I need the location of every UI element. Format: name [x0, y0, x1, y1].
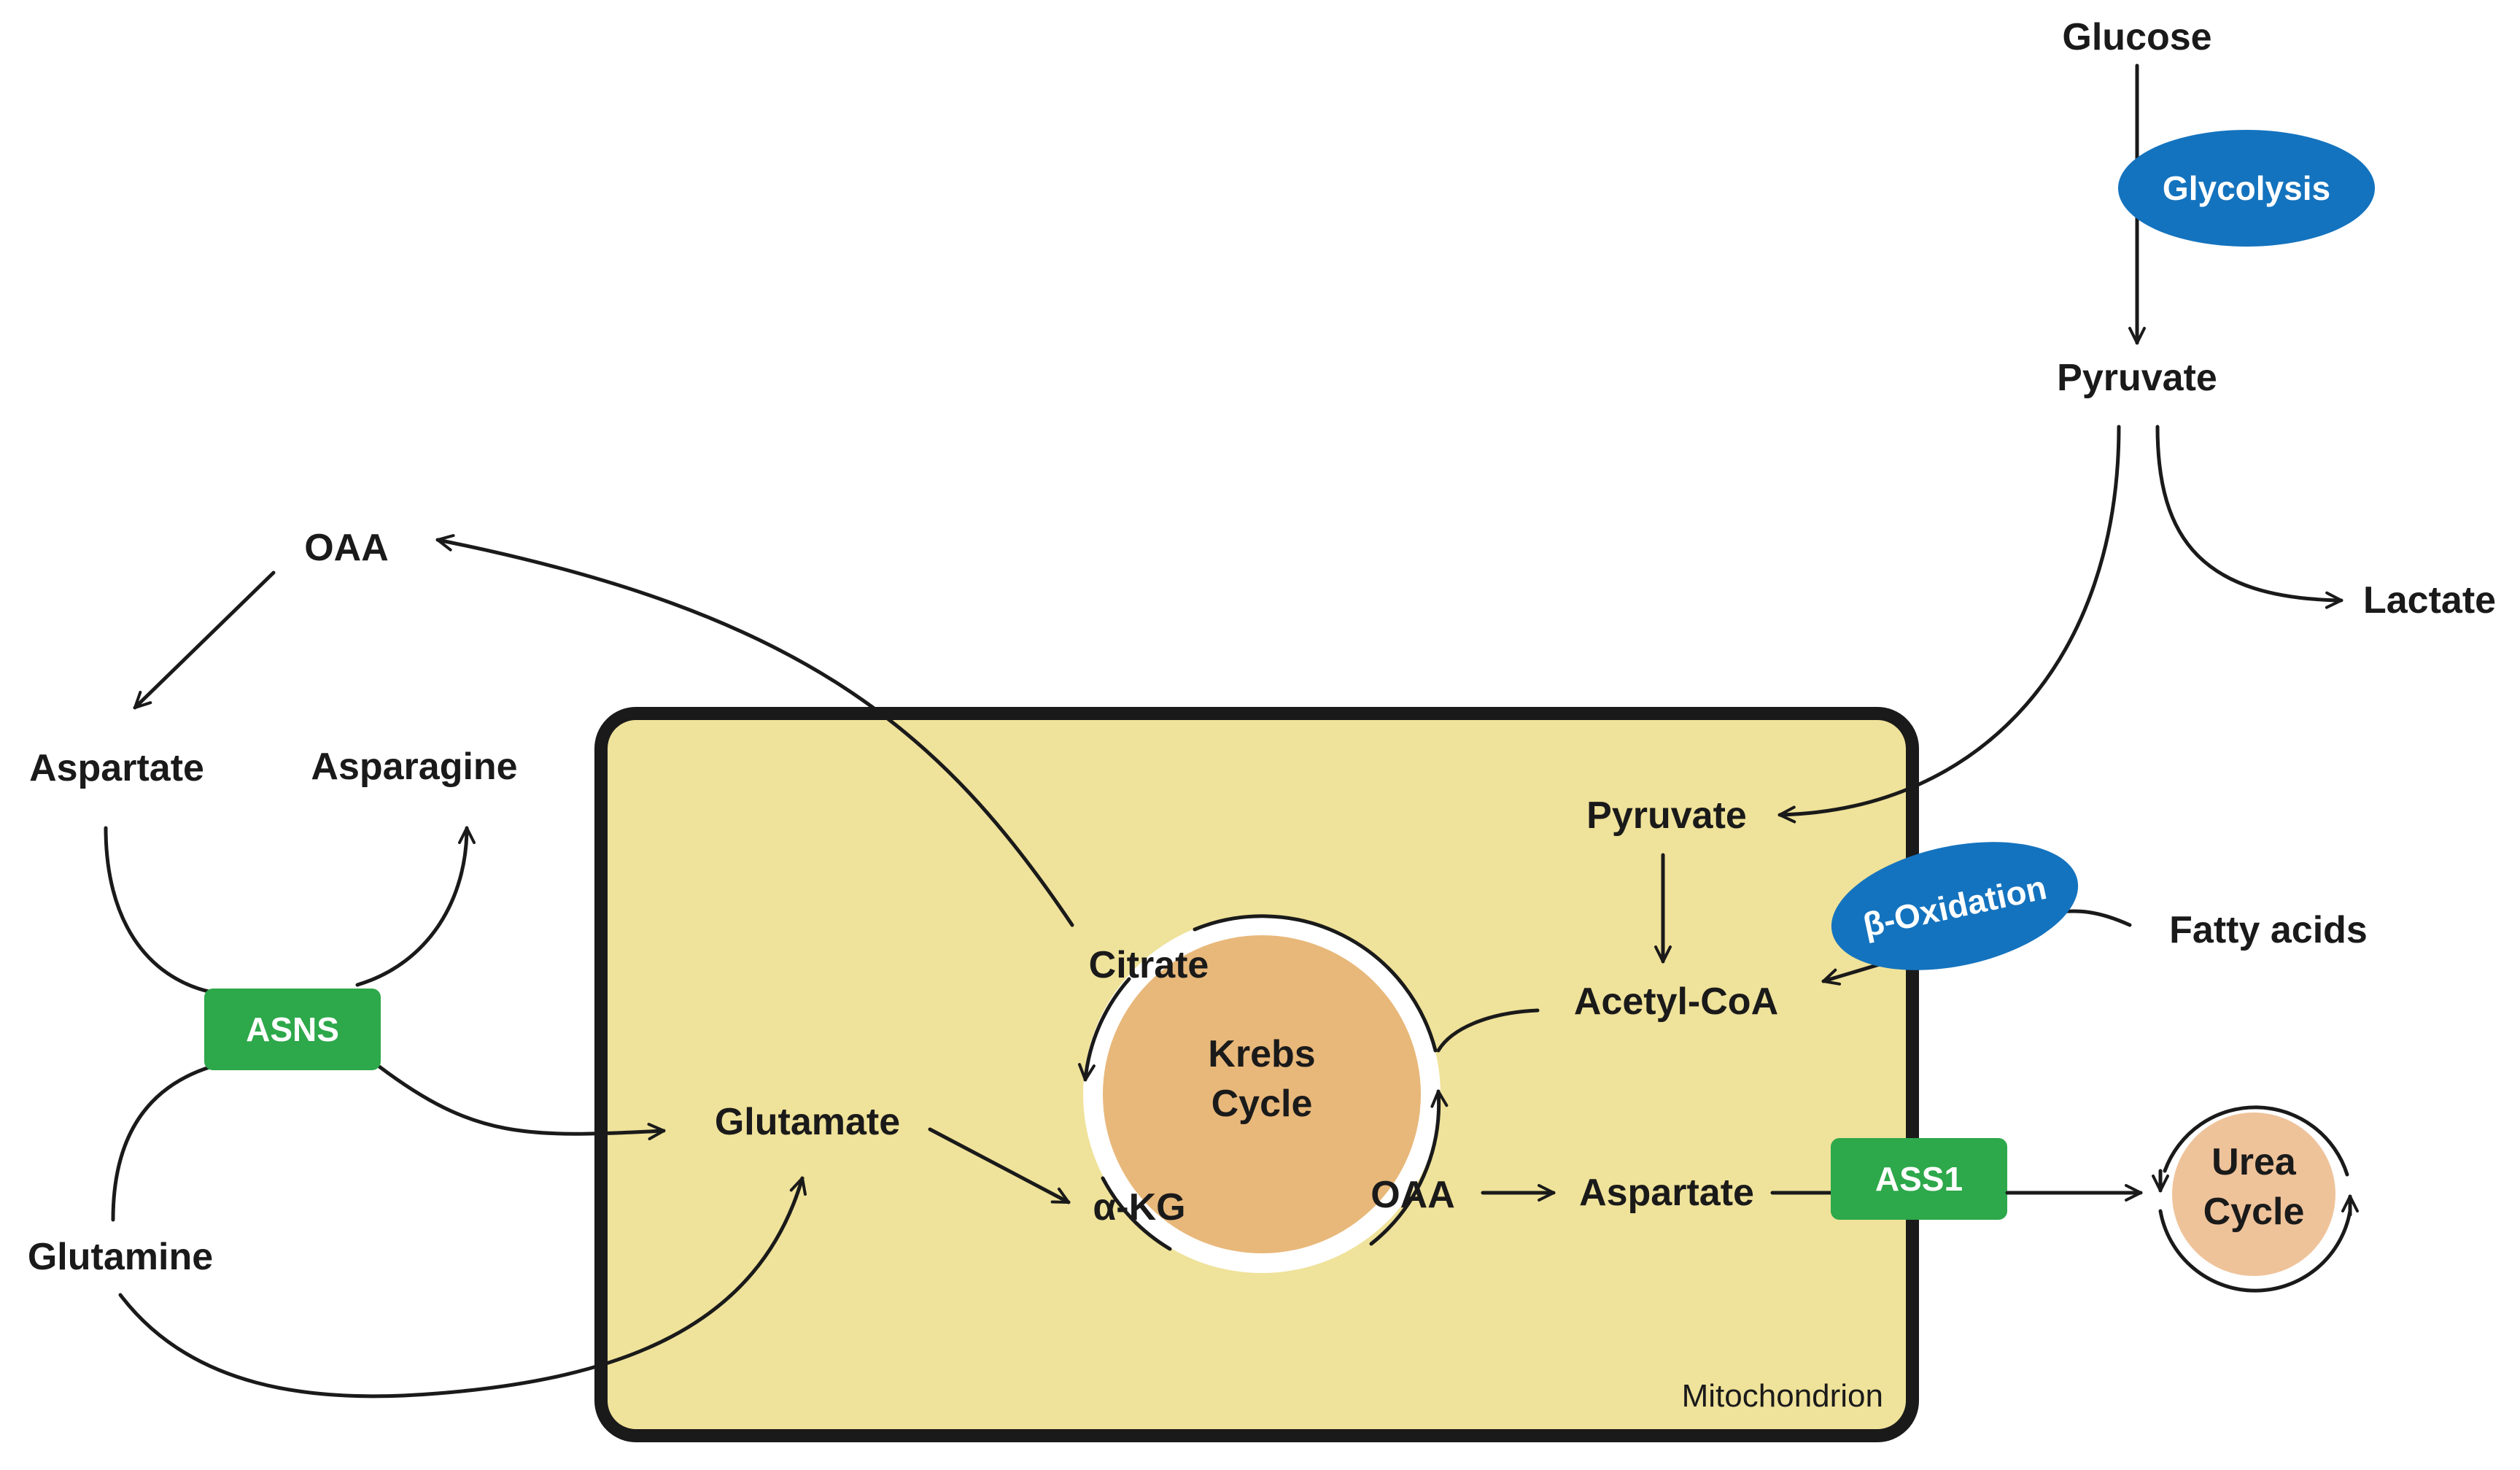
arrow-citrate-to-oaa: [435, 534, 1074, 927]
glutamate-label: Glutamate: [715, 1101, 900, 1143]
citrate-label: Citrate: [1089, 944, 1209, 986]
arrow-pyruvate-to-lactate: [2155, 425, 2343, 609]
krebs-cycle-arrow-right: [1369, 1089, 1449, 1246]
glutamine-label: Glutamine: [28, 1236, 213, 1278]
urea-cycle-arc-top: [2163, 1105, 2349, 1177]
aspartate-mito-label: Aspartate: [1579, 1172, 1754, 1214]
urea-cycle-disc: [2172, 1113, 2335, 1276]
krebs-cycle-label-line2: Cycle: [1211, 1083, 1313, 1125]
krebs-cycle-arc-top: [1193, 914, 1438, 1053]
arrow-asns-to-asparagine: [355, 826, 476, 987]
arrow-asns-to-glutamate: [377, 1064, 666, 1141]
glycolysis-label: Glycolysis: [2163, 169, 2330, 207]
glucose-label: Glucose: [2062, 16, 2211, 58]
arrow-glutamine-to-asns: [111, 1064, 214, 1222]
oaa-mito-label: OAA: [1371, 1174, 1455, 1216]
ass1-enzyme: [1831, 1138, 2007, 1220]
lactate-label: Lactate: [2363, 579, 2496, 622]
krebs-cycle-arc-bottom: [1101, 1176, 1172, 1251]
krebs-cycle-label-line1: Krebs: [1208, 1033, 1315, 1075]
asns-label: ASNS: [246, 1010, 339, 1048]
arrow-aspartate-to-asns: [104, 826, 214, 994]
urea-cycle-arc-bottom: [2158, 1209, 2352, 1293]
ass1-label: ASS1: [1875, 1160, 1963, 1198]
pyruvate-cytosol-label: Pyruvate: [2057, 357, 2217, 399]
oaa-cytosol-label: OAA: [304, 527, 389, 569]
aspartate-cytosol-label: Aspartate: [29, 747, 204, 789]
arrow-glutamine-to-glutamate: [118, 1176, 807, 1399]
krebs-cycle-arrow-left: [1078, 977, 1131, 1082]
arrow-oaa-to-aspartate: [133, 570, 276, 710]
acetyl-coa-label: Acetyl-CoA: [1574, 980, 1778, 1023]
asparagine-label: Asparagine: [311, 746, 517, 788]
urea-cycle-label-line1: Urea: [2211, 1141, 2297, 1183]
alpha-kg-label: α-KG: [1093, 1186, 1185, 1229]
urea-cycle-label-line2: Cycle: [2203, 1191, 2305, 1233]
asns-enzyme: [204, 989, 381, 1070]
pyruvate-mito-label: Pyruvate: [1586, 794, 1747, 837]
glycolysis-process: [2118, 130, 2375, 247]
fatty-acids-label: Fatty acids: [2169, 909, 2368, 951]
arrow-acetyl-coa-to-krebs: [1436, 1008, 1540, 1053]
arrow-glutamate-to-akg: [928, 1127, 1071, 1204]
mitochondrion-label: Mitochondrion: [1682, 1378, 1883, 1414]
krebs-cycle-disc: [1103, 935, 1421, 1253]
beta-oxidation-process: [1831, 842, 2079, 970]
arrow-pyruvate-to-mito-pyruvate: [1777, 425, 2121, 824]
